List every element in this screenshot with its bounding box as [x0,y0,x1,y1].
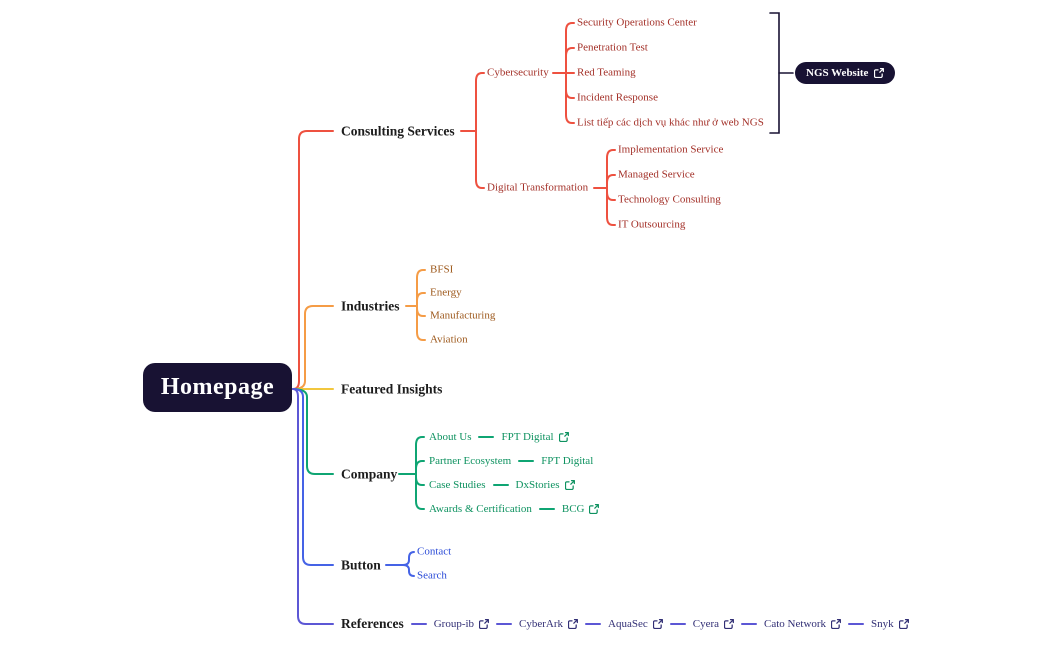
external-link-icon [558,432,569,442]
branch-button[interactable]: Button [341,557,381,573]
node-managed-service[interactable]: Managed Service [618,168,695,181]
link-cato-network[interactable]: Cato Network [764,618,842,630]
link-connector [518,460,535,462]
external-link-icon [564,480,575,490]
ngs-website-label: NGS Website [806,67,869,79]
company-row-about-us: About Us FPT Digital [429,431,569,443]
link-label: FPT Digital [541,455,594,467]
link-connector [741,623,758,625]
link-cyberark[interactable]: CyberArk [519,618,579,630]
node-bfsi[interactable]: BFSI [430,263,454,276]
link-label: FPT Digital [501,431,554,443]
link-label: Snyk [871,618,894,630]
node-aviation[interactable]: Aviation [430,333,468,346]
branch-consulting-services[interactable]: Consulting Services [341,123,455,139]
external-link-icon [479,619,490,629]
node-penetration-test[interactable]: Penetration Test [577,41,648,54]
link-fpt-digital[interactable]: FPT Digital [541,455,593,467]
link-snyk[interactable]: Snyk [871,618,909,630]
external-link-icon [724,619,734,629]
company-row-awards: Awards & Certification BCG [429,503,600,515]
link-group-ib[interactable]: Group-ib [433,618,490,630]
node-about-us[interactable]: About Us [429,431,472,443]
link-label: DxStories [515,479,560,491]
link-connector [538,508,555,510]
node-implementation-service[interactable]: Implementation Service [618,143,724,156]
node-digital-transformation[interactable]: Digital Transformation [487,181,589,194]
external-link-icon [652,619,663,629]
link-connector [496,623,513,625]
branch-references[interactable]: References [341,616,404,631]
homepage-node[interactable]: Homepage [143,363,292,412]
link-aquasec[interactable]: AquaSec [608,618,663,630]
external-link-icon [874,68,885,78]
link-label: BCG [561,503,585,515]
branch-company[interactable]: Company [341,466,398,482]
link-label: Cato Network [764,618,827,630]
node-manufacturing[interactable]: Manufacturing [430,309,496,322]
link-label: Cyera [692,618,720,630]
external-link-icon [831,619,842,629]
node-security-operations-center[interactable]: Security Operations Center [577,16,697,29]
link-cyera[interactable]: Cyera [693,618,734,630]
node-partner-ecosystem[interactable]: Partner Ecosystem [429,455,512,467]
link-connector [410,623,427,625]
branch-industries[interactable]: Industries [341,298,400,314]
node-technology-consulting[interactable]: Technology Consulting [618,193,721,206]
node-energy[interactable]: Energy [430,286,462,299]
company-row-case-studies: Case Studies DxStories [429,479,575,491]
node-it-outsourcing[interactable]: IT Outsourcing [618,218,686,231]
link-connector [478,436,495,438]
link-bcg[interactable]: BCG [562,503,600,515]
node-cybersecurity[interactable]: Cybersecurity [487,66,549,79]
homepage-label: Homepage [160,374,275,400]
external-link-icon [898,619,909,629]
link-dxstories[interactable]: DxStories [516,479,575,491]
link-fpt-digital[interactable]: FPT Digital [501,431,569,443]
ngs-website-button[interactable]: NGS Website [795,62,896,84]
branch-featured-insights[interactable]: Featured Insights [341,381,443,397]
link-label: CyberArk [519,618,564,630]
node-red-teaming[interactable]: Red Teaming [577,66,636,79]
node-search[interactable]: Search [417,569,447,582]
link-connector [492,484,509,486]
company-row-partner-ecosystem: Partner Ecosystem FPT Digital [429,455,593,467]
node-awards-certification[interactable]: Awards & Certification [429,503,532,515]
external-link-icon [568,619,579,629]
node-contact[interactable]: Contact [417,545,452,558]
external-link-icon [589,504,600,514]
references-row: References Group-ib CyberArk AquaSec Cye… [332,616,909,632]
link-connector [585,623,602,625]
link-label: Group-ib [433,618,475,630]
node-incident-response[interactable]: Incident Response [577,91,658,104]
node-case-studies[interactable]: Case Studies [429,479,486,491]
link-label: AquaSec [608,618,648,630]
node-ngs-services-note[interactable]: List tiếp các dịch vụ khác như ở web NGS [577,116,764,129]
link-connector [669,623,686,625]
link-connector [848,623,865,625]
